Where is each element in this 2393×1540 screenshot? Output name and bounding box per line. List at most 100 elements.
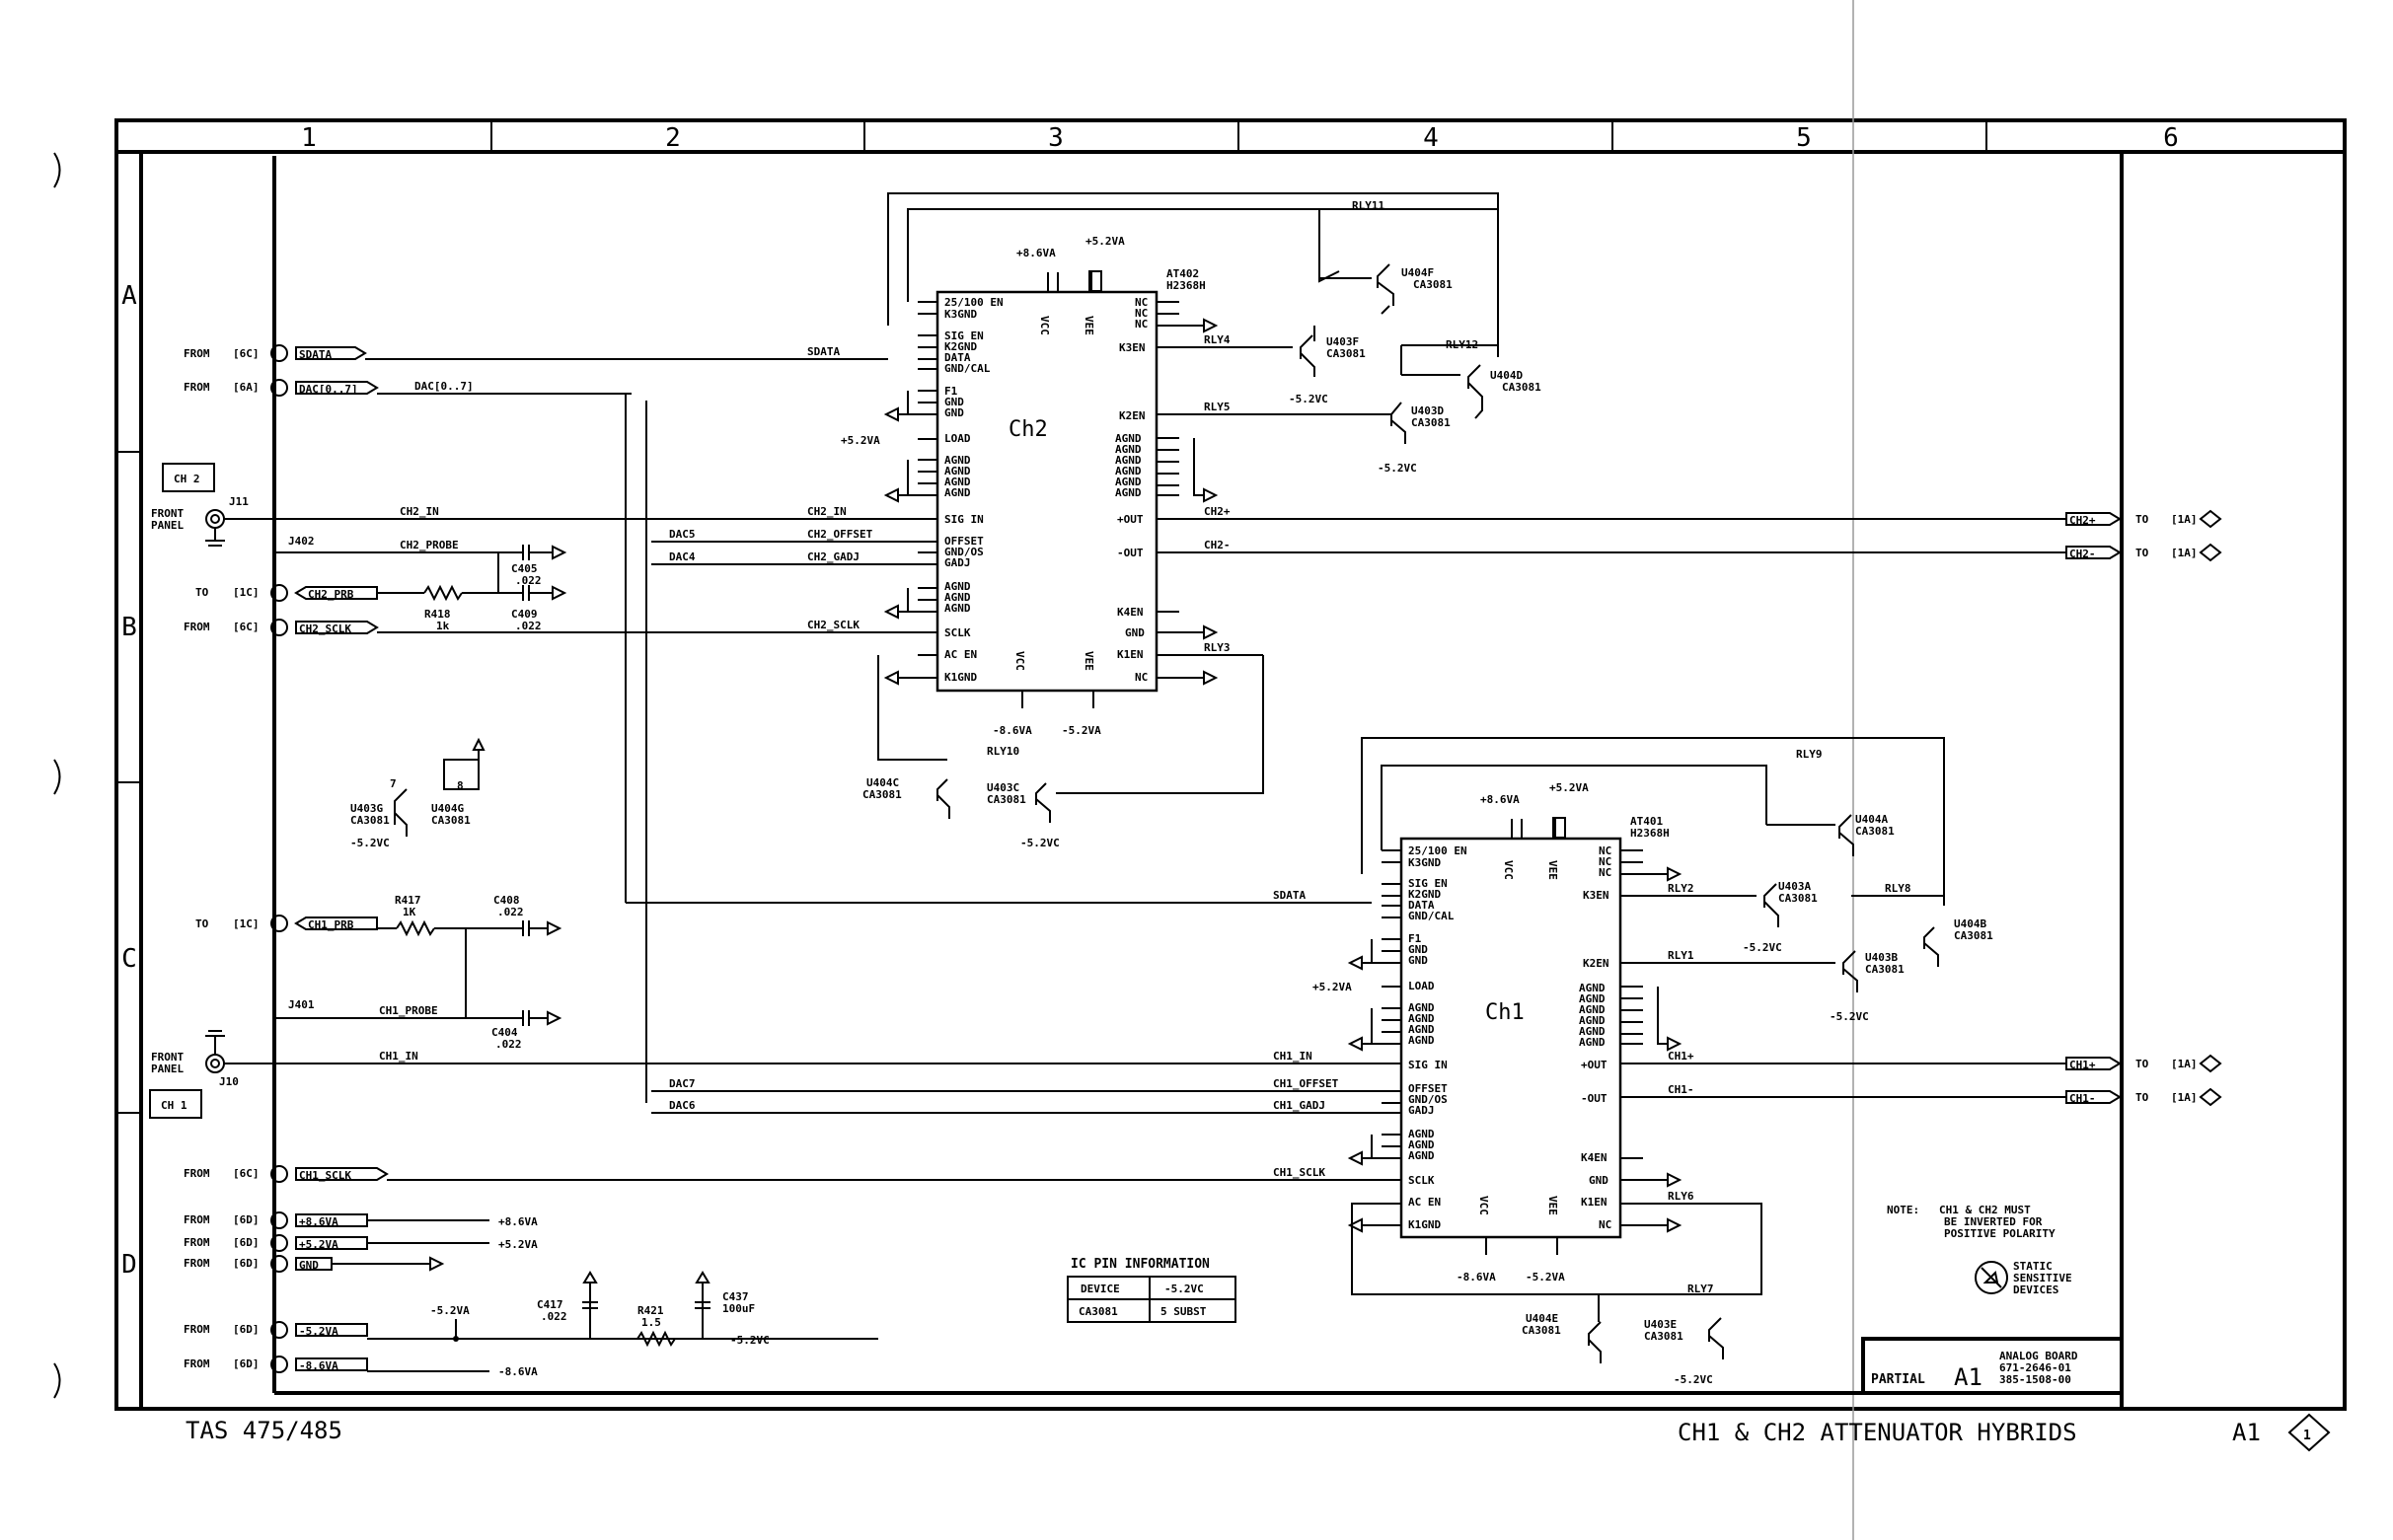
svg-text:FROM: FROM — [184, 1213, 210, 1226]
svg-text:1K: 1K — [403, 906, 416, 918]
svg-text:K3EN: K3EN — [1583, 889, 1609, 902]
svg-text:C409: C409 — [511, 608, 538, 621]
svg-text:AGND: AGND — [1115, 443, 1142, 456]
svg-text:NC: NC — [1599, 1218, 1611, 1231]
svg-text:GADJ: GADJ — [944, 556, 971, 569]
svg-text:+5.2VA: +5.2VA — [1549, 781, 1589, 794]
svg-text:[6D]: [6D] — [233, 1213, 260, 1226]
svg-text:SDATA: SDATA — [299, 348, 332, 361]
svg-text:GND/OS: GND/OS — [944, 546, 984, 558]
footer: TAS 475/485 CH1 & CH2 ATTENUATOR HYBRIDS… — [186, 1413, 2331, 1452]
ic-pin-table: IC PIN INFORMATION DEVICE -5.2VC CA3081 … — [1067, 1257, 1236, 1323]
svg-text:SIG IN: SIG IN — [944, 513, 984, 526]
svg-text:SCLK: SCLK — [944, 626, 971, 639]
svg-text:CA3081: CA3081 — [431, 814, 471, 827]
svg-text:GND: GND — [299, 1259, 319, 1272]
svg-text:AT401: AT401 — [1630, 815, 1663, 828]
svg-text:AGND: AGND — [1408, 1128, 1435, 1140]
svg-text:DEVICE: DEVICE — [1081, 1283, 1120, 1295]
svg-text:AGND: AGND — [944, 580, 971, 593]
svg-text:DAC5: DAC5 — [669, 528, 696, 541]
svg-text:CH2-: CH2- — [1204, 539, 1231, 551]
svg-text:-OUT: -OUT — [1581, 1092, 1608, 1105]
row-a: A — [121, 281, 137, 311]
svg-text:-5.2VC: -5.2VC — [1164, 1283, 1204, 1295]
svg-text:CA3081: CA3081 — [1502, 381, 1541, 394]
svg-text:CH2_PROBE: CH2_PROBE — [400, 539, 459, 551]
svg-text:FROM: FROM — [184, 621, 210, 633]
svg-text:[1A]: [1A] — [2171, 1058, 2198, 1070]
svg-text:DATA: DATA — [944, 351, 971, 364]
svg-text:VEE: VEE — [1083, 316, 1095, 335]
svg-text:CH1_SCLK: CH1_SCLK — [299, 1169, 351, 1182]
svg-text:FROM: FROM — [184, 381, 210, 394]
svg-text:RLY3: RLY3 — [1204, 641, 1231, 654]
svg-text:NC: NC — [1599, 844, 1611, 857]
svg-text:[6C]: [6C] — [233, 347, 260, 360]
svg-text:U404B: U404B — [1954, 917, 1986, 930]
svg-text:U404G: U404G — [431, 802, 464, 815]
svg-text:CH2_IN: CH2_IN — [807, 505, 847, 518]
svg-text:CH2_OFFSET: CH2_OFFSET — [807, 528, 873, 541]
svg-text:K1EN: K1EN — [1117, 648, 1144, 661]
margin-marks — [53, 152, 61, 1399]
svg-text:IC PIN INFORMATION: IC PIN INFORMATION — [1071, 1257, 1210, 1272]
svg-text:C408: C408 — [493, 894, 520, 907]
svg-text:AGND: AGND — [944, 454, 971, 467]
svg-text:AGND: AGND — [1579, 992, 1606, 1005]
svg-text:J402: J402 — [288, 535, 315, 548]
svg-text:RLY9: RLY9 — [1796, 748, 1823, 761]
svg-text:AGND: AGND — [944, 602, 971, 615]
svg-text:GND: GND — [1125, 626, 1145, 639]
svg-text:PARTIAL: PARTIAL — [1871, 1372, 1925, 1387]
svg-text:CH1_OFFSET: CH1_OFFSET — [1273, 1077, 1339, 1090]
svg-text:CA3081: CA3081 — [350, 814, 390, 827]
svg-text:GND: GND — [1408, 943, 1428, 956]
svg-text:GND: GND — [1408, 954, 1428, 967]
svg-text:SCLK: SCLK — [1408, 1174, 1435, 1187]
svg-text:AC EN: AC EN — [944, 648, 977, 661]
svg-text:U403F: U403F — [1326, 335, 1359, 348]
svg-text:671-2646-01: 671-2646-01 — [1999, 1361, 2071, 1374]
svg-text:R418: R418 — [424, 608, 451, 621]
svg-text:CH2_SCLK: CH2_SCLK — [299, 623, 351, 635]
title-block: PARTIAL A1 ANALOG BOARD 671-2646-01 385-… — [1861, 1337, 2124, 1395]
svg-text:+8.6VA: +8.6VA — [1480, 793, 1520, 806]
svg-text:[6D]: [6D] — [233, 1257, 260, 1270]
svg-text:+5.2VA: +5.2VA — [1312, 981, 1352, 993]
svg-text:[6A]: [6A] — [233, 381, 260, 394]
svg-text:GADJ: GADJ — [1408, 1104, 1435, 1117]
svg-text:CH1_IN: CH1_IN — [379, 1050, 418, 1063]
svg-text:U403G: U403G — [350, 802, 383, 815]
svg-text:[1A]: [1A] — [2171, 1091, 2198, 1104]
svg-text:U403C: U403C — [987, 781, 1019, 794]
column-headers: 1 2 3 4 5 6 — [301, 123, 2179, 153]
svg-text:AGND: AGND — [944, 591, 971, 604]
svg-text:CH2_GADJ: CH2_GADJ — [807, 550, 860, 563]
svg-text:+5.2VA: +5.2VA — [841, 434, 880, 447]
svg-text:25/100 EN: 25/100 EN — [944, 296, 1004, 309]
ch1-front-input: CH 1 FRONT PANEL J10 CH1_IN CH1_IN J401 … — [149, 894, 1401, 1119]
svg-text:U404C: U404C — [866, 776, 899, 789]
svg-text:-8.6VA: -8.6VA — [993, 724, 1032, 737]
svg-text:H2368H: H2368H — [1630, 827, 1670, 840]
svg-text:RLY4: RLY4 — [1204, 333, 1231, 346]
column-5: 5 — [1796, 123, 1812, 153]
chip-ch1: Ch1 AT401 H2368H 25/100 EN K3GND SIG EN … — [1312, 781, 1683, 1283]
svg-text:LOAD: LOAD — [944, 432, 971, 445]
svg-text:SDATA: SDATA — [807, 345, 840, 358]
svg-text:C437: C437 — [722, 1290, 749, 1303]
svg-text:CA3081: CA3081 — [1778, 892, 1818, 905]
row-b: B — [121, 613, 137, 642]
bus-routing: SDATA DAC[0..7] SDATA DAC5 CH2_OFFSET DA… — [365, 345, 1401, 1181]
svg-text:CH1_IN: CH1_IN — [1273, 1050, 1312, 1063]
svg-text:AGND: AGND — [1408, 1149, 1435, 1162]
svg-text:CA3081: CA3081 — [1855, 825, 1895, 838]
column-2: 2 — [665, 123, 681, 153]
svg-text:-5.2VC: -5.2VC — [1830, 1010, 1869, 1023]
svg-text:AGND: AGND — [1115, 454, 1142, 467]
svg-text:K3GND: K3GND — [944, 308, 977, 321]
svg-text:FROM: FROM — [184, 1236, 210, 1249]
svg-text:VEE: VEE — [1546, 860, 1559, 880]
column-1: 1 — [301, 123, 317, 153]
